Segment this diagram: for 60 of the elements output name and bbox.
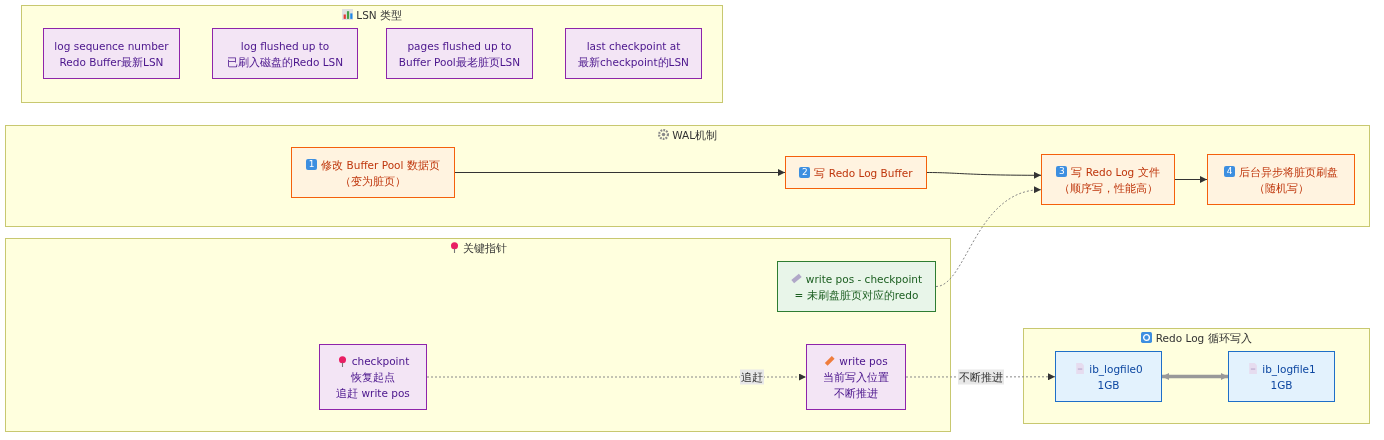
- box-text: 恢复起点: [351, 370, 395, 385]
- box-text: 最新checkpoint的LSN: [578, 54, 689, 70]
- process-box: [565, 28, 702, 79]
- box-text: checkpoint: [351, 354, 410, 369]
- box-text: （顺序写，性能高）: [1058, 180, 1158, 196]
- process-box: [1055, 351, 1162, 402]
- box-text: 修改 Buffer Pool 数据页: [321, 157, 440, 173]
- group-box: [5, 125, 1370, 227]
- group-title: Redo Log 循环写入: [1155, 332, 1252, 346]
- process-box: [291, 147, 455, 198]
- box-text: 追赶 write pos: [336, 386, 410, 401]
- box-text: = 未刷盘脏页对应的redo: [794, 287, 919, 303]
- box-text: 已刷入磁盘的Redo LSN: [226, 54, 344, 70]
- group-box: [5, 238, 951, 432]
- process-box: [212, 28, 358, 79]
- box-text: （随机写）: [1253, 180, 1309, 196]
- process-box: [43, 28, 180, 79]
- group-title: 关键指针: [463, 242, 508, 256]
- box-text: 写 Redo Log Buffer: [814, 165, 913, 181]
- group-box: [21, 5, 723, 103]
- process-box: [1041, 154, 1175, 205]
- box-text: 当前写入位置: [823, 370, 889, 385]
- process-box: [386, 28, 533, 79]
- edge-label: 追赶: [739, 369, 764, 385]
- group-title: WAL机制: [672, 129, 718, 143]
- process-box: [1207, 154, 1355, 205]
- group-box: [1023, 328, 1370, 424]
- number-badge: 3: [1056, 166, 1068, 177]
- box-text: 1GB: [1270, 377, 1293, 393]
- arrow: [454, 169, 786, 176]
- number-badge: 4: [1224, 166, 1235, 177]
- arrow: [1174, 176, 1208, 183]
- box-text: pages flushed up to: [407, 38, 512, 54]
- box-text: log sequence number: [54, 38, 169, 54]
- process-box: [319, 344, 427, 410]
- process-box: [1228, 351, 1335, 402]
- box-text: 写 Redo Log 文件: [1071, 164, 1160, 180]
- box-text: last checkpoint at: [586, 38, 681, 54]
- number-badge: 2: [799, 167, 811, 178]
- box-text: Redo Buffer最新LSN: [59, 54, 164, 70]
- process-box: [785, 156, 927, 189]
- box-text: 后台异步将脏页刷盘: [1239, 164, 1338, 180]
- box-text: Buffer Pool最老脏页LSN: [398, 54, 521, 70]
- box-text: ib_logfile0: [1089, 361, 1143, 377]
- box-text: ib_logfile1: [1262, 361, 1316, 377]
- process-box: [806, 344, 906, 410]
- process-box: [777, 261, 936, 312]
- arrow: [926, 171, 1042, 179]
- box-text: 不断推进: [834, 386, 878, 401]
- box-text: write pos: [839, 354, 888, 369]
- edge-label: 不断推进: [957, 369, 1004, 385]
- group-title: LSN 类型: [356, 9, 403, 23]
- arrow: [426, 373, 807, 381]
- box-text: log flushed up to: [240, 38, 330, 54]
- box-text: write pos - checkpoint: [805, 271, 923, 287]
- number-badge: 1: [306, 159, 318, 170]
- arrow: [935, 187, 1042, 287]
- box-text: （变为脏页）: [340, 173, 406, 189]
- arrow: [1162, 373, 1228, 380]
- box-text: 1GB: [1097, 377, 1120, 393]
